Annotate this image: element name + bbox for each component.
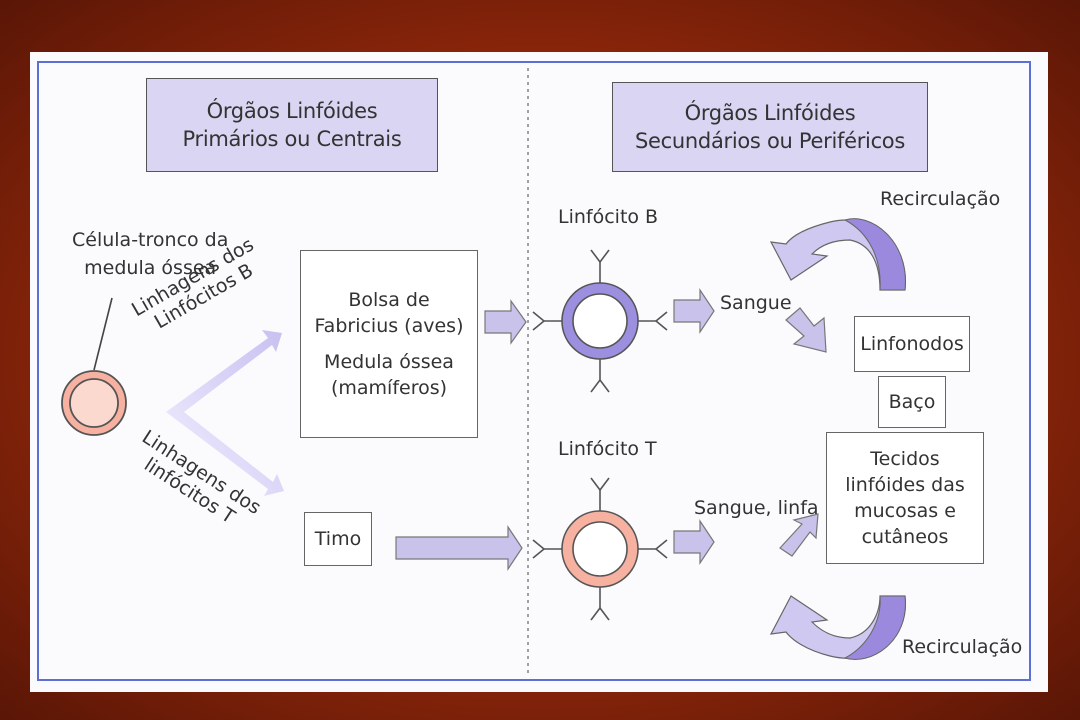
t-lymphocyte-label: Linfócito T bbox=[558, 438, 657, 460]
bursa-to-b-arrow bbox=[485, 301, 526, 343]
spleen-label: Baço bbox=[889, 389, 936, 415]
mucosal-line-4: cutâneos bbox=[862, 524, 949, 550]
mucosal-line-2: linfóides das bbox=[845, 472, 964, 498]
secondary-header-line-2: Secundários ou Periféricos bbox=[635, 127, 905, 155]
secondary-header-line-1: Órgãos Linfóides bbox=[685, 99, 856, 127]
blood-lymph-label: Sangue, linfa bbox=[694, 497, 819, 519]
thymus-label: Timo bbox=[315, 526, 361, 552]
mucosal-tissue-box: Tecidos linfóides das mucosas e cutâneos bbox=[826, 432, 984, 564]
b-to-blood-arrow bbox=[674, 290, 714, 332]
bursa-marrow-box: Bolsa de Fabricius (aves) Medula óssea (… bbox=[300, 250, 478, 438]
t-to-blood-arrow bbox=[674, 521, 714, 563]
primary-organs-header: Órgãos Linfóides Primários ou Centrais bbox=[146, 78, 438, 172]
bursa-line-1: Bolsa de bbox=[348, 287, 429, 313]
mucosal-line-3: mucosas e bbox=[854, 498, 956, 524]
thymus-to-t-arrow bbox=[396, 527, 522, 569]
recirculation-top-icon bbox=[771, 219, 905, 290]
bursa-line-2: Fabricius (aves) bbox=[315, 313, 464, 339]
primary-header-line-1: Órgãos Linfóides bbox=[207, 97, 378, 125]
spleen-box: Baço bbox=[878, 376, 946, 428]
recirculation-bottom-icon bbox=[771, 596, 905, 660]
b-lymphocyte-icon bbox=[533, 250, 667, 392]
stem-cell-label-line-1: Célula-tronco da bbox=[72, 226, 228, 254]
blood-label: Sangue bbox=[720, 292, 792, 314]
thymus-box: Timo bbox=[304, 512, 372, 566]
lymph-nodes-box: Linfonodos bbox=[854, 316, 970, 372]
marrow-line-2: (mamíferos) bbox=[331, 375, 447, 401]
mucosal-line-1: Tecidos bbox=[870, 446, 939, 472]
marrow-line-1: Medula óssea bbox=[324, 349, 454, 375]
stem-cell-icon bbox=[62, 298, 126, 435]
lymph-to-mucosal-arrow bbox=[780, 514, 818, 556]
recirculation-top-label: Recirculação bbox=[880, 188, 1000, 210]
lymph-nodes-label: Linfonodos bbox=[860, 331, 963, 357]
blood-to-lymph-node-arrow bbox=[786, 308, 826, 352]
secondary-organs-header: Órgãos Linfóides Secundários ou Periféri… bbox=[612, 82, 928, 172]
t-lymphocyte-icon bbox=[533, 478, 667, 620]
b-lymphocyte-label: Linfócito B bbox=[558, 206, 658, 228]
recirculation-bottom-label: Recirculação bbox=[902, 636, 1022, 658]
primary-header-line-2: Primários ou Centrais bbox=[183, 125, 402, 153]
